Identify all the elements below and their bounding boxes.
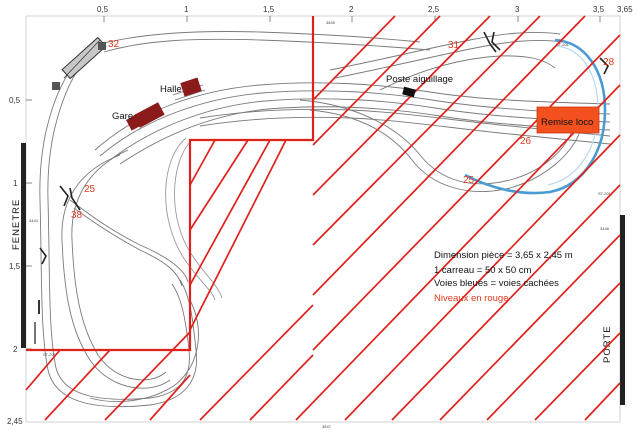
level-28: 28 xyxy=(603,57,615,68)
legend-levels: Niveaux en rouge xyxy=(434,293,508,304)
scale-top-0-5: 0,5 xyxy=(97,5,109,14)
scale-left-1-5: 1,5 xyxy=(9,262,21,271)
level-38: 38 xyxy=(71,210,83,221)
engine-shed-label: Remise loco xyxy=(541,117,593,128)
level-31: 31 xyxy=(448,40,460,51)
signal-box-building xyxy=(402,86,416,98)
scale-top-3-5: 3,5 xyxy=(593,5,605,14)
scale-top-1-5: 1,5 xyxy=(263,5,275,14)
halle-building xyxy=(180,77,202,97)
left-scale: 0,5 1 1,5 2 2,45 xyxy=(7,96,32,426)
engine-shed xyxy=(536,106,600,134)
scale-left-2-45: 2,45 xyxy=(7,417,23,426)
halle-label: Halle xyxy=(160,84,182,95)
scale-left-0-5: 0,5 xyxy=(9,96,21,105)
gare-label: Gare xyxy=(112,111,133,122)
legend-grid-size: 1 carreau = 50 x 50 cm xyxy=(434,265,532,276)
turnout-icon xyxy=(39,31,609,265)
scale-top-1: 1 xyxy=(184,5,189,14)
scale-top-2: 2 xyxy=(349,5,354,14)
floor-hatch xyxy=(25,15,621,421)
level-25-left: 25 xyxy=(84,184,96,195)
legend: Dimension pièce = 3,65 x 2,45 m 1 carrea… xyxy=(434,250,573,304)
door-label: PORTE xyxy=(602,325,613,363)
legend-room-size: Dimension pièce = 3,65 x 2,45 m xyxy=(434,250,573,261)
floor-boundary xyxy=(26,16,315,352)
svg-text:3448: 3448 xyxy=(600,226,610,231)
svg-text:ST-201: ST-201 xyxy=(43,352,57,357)
room-outline xyxy=(25,15,621,423)
svg-text:3647: 3647 xyxy=(322,424,332,429)
window-wall-mark xyxy=(21,143,26,348)
door-wall-mark xyxy=(620,215,625,405)
scale-top-2-5: 2,5 xyxy=(428,5,440,14)
svg-text:3444: 3444 xyxy=(29,218,39,223)
scale-left-2: 2 xyxy=(13,345,18,354)
level-26: 26 xyxy=(520,136,532,147)
svg-text:3645: 3645 xyxy=(326,20,336,25)
level-32: 32 xyxy=(108,39,120,50)
svg-text:ST-201: ST-201 xyxy=(556,42,570,47)
level-25-right: 25 xyxy=(463,175,475,186)
svg-text:ST-201: ST-201 xyxy=(598,191,612,196)
legend-hidden-tracks: Voies bleues = voies cachées xyxy=(434,278,559,289)
scale-top-3: 3 xyxy=(515,5,520,14)
top-scale: 0,5 1 1,5 2 2,5 3 3,5 3,65 xyxy=(97,5,633,22)
scale-left-1: 1 xyxy=(13,179,18,188)
scale-top-3-65: 3,65 xyxy=(617,5,633,14)
bridge-icon xyxy=(52,36,107,90)
floor-hatch-2 xyxy=(189,15,621,421)
signal-box-label: Poste aiguillage xyxy=(386,74,453,85)
gare-building xyxy=(126,102,165,131)
window-label: FENETRE xyxy=(11,199,22,250)
tracks xyxy=(39,31,611,408)
